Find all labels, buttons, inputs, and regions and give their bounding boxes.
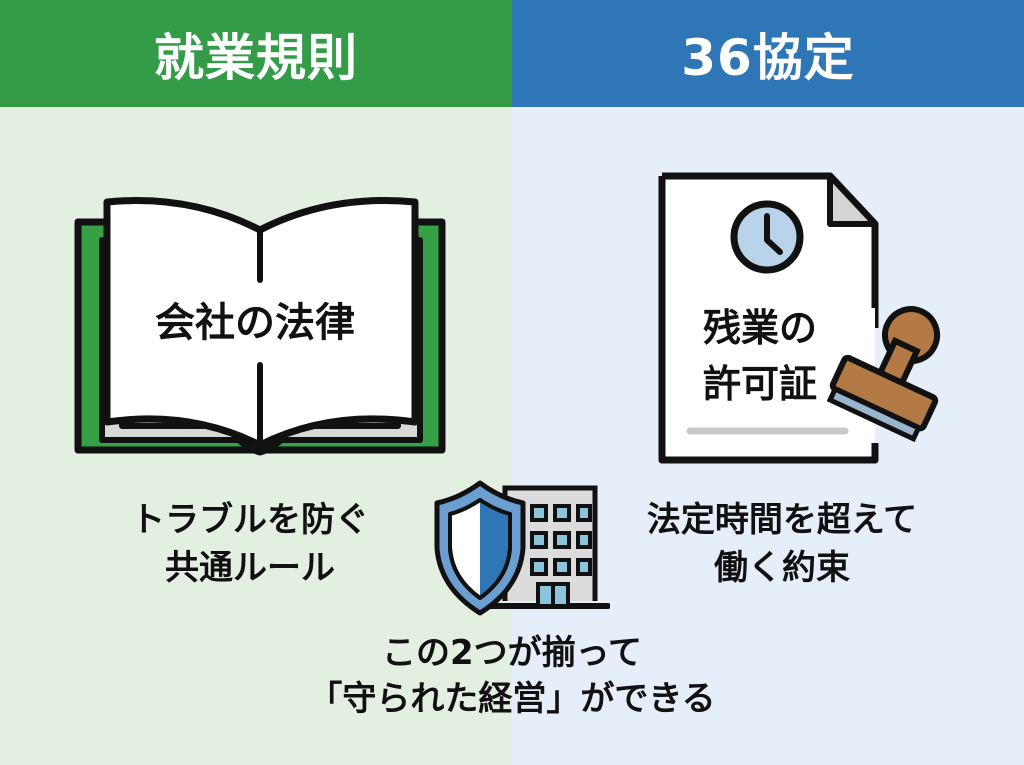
left-header: 就業規則 [0, 0, 512, 107]
right-header: 36協定 [512, 0, 1024, 107]
left-title: 就業規則 [154, 28, 358, 87]
left-caption: トラブルを防ぐ 共通ルール [131, 500, 369, 588]
office-building-icon [487, 485, 610, 609]
right-panel: 36協定 [512, 0, 1024, 765]
right-title: 36協定 [681, 28, 855, 87]
clock-icon [730, 200, 804, 274]
right-caption: 法定時間を超えて 働く約束 [646, 500, 918, 588]
conclusion-message: この2つが揃って 「守られた経営」ができる [308, 633, 716, 719]
shield-and-building [434, 480, 610, 616]
book-label: 会社の法律 [155, 300, 355, 346]
document-icon [658, 172, 941, 464]
shield-icon [434, 480, 526, 616]
open-book-icon [74, 197, 446, 456]
document-label: 残業の 許可証 [702, 306, 817, 406]
stamp-icon [826, 306, 941, 443]
